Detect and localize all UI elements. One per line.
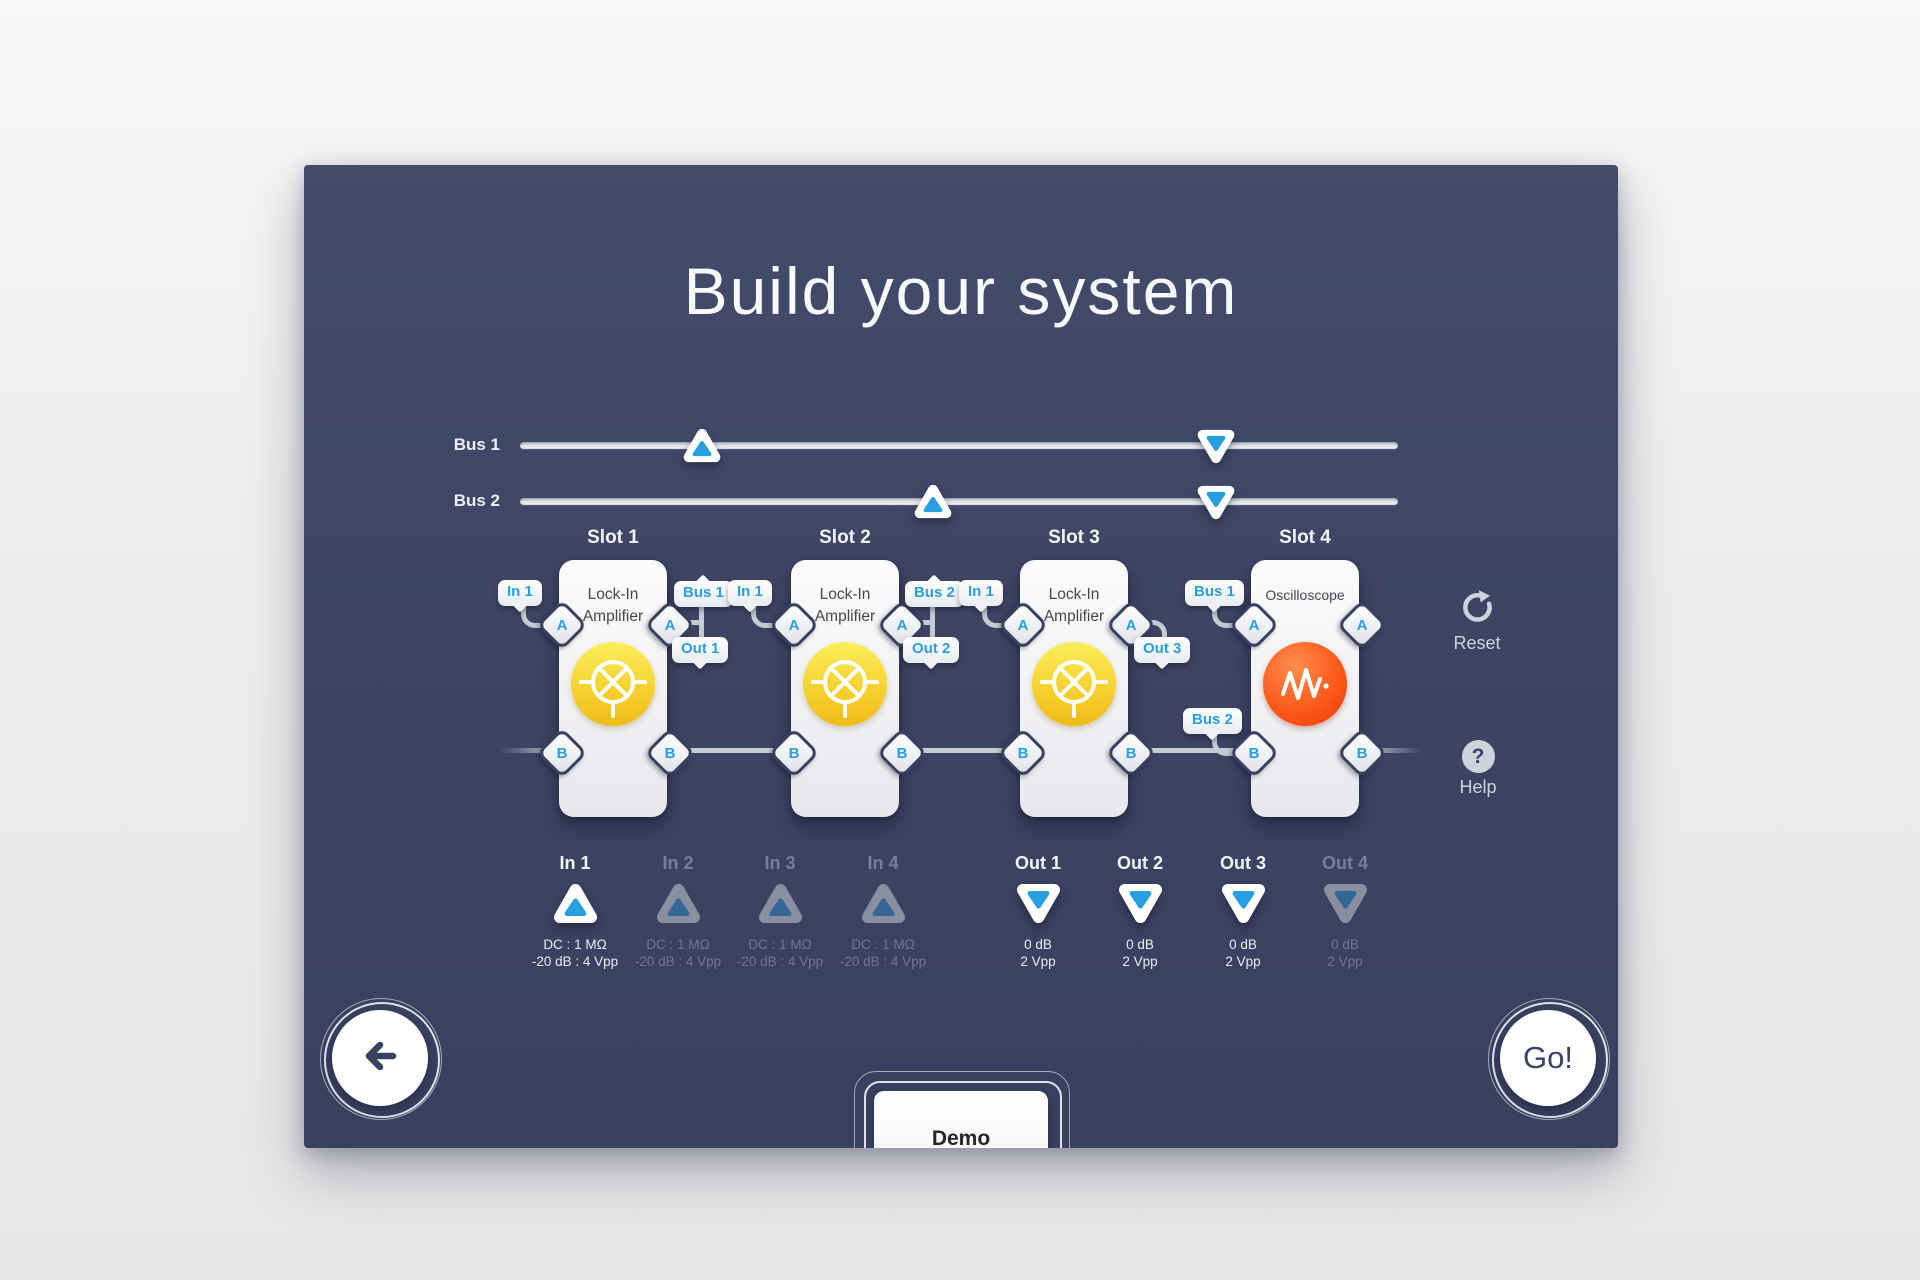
demo-button[interactable]: Demo — [854, 1071, 1070, 1148]
slot3-card[interactable]: Lock-In Amplifier — [1020, 560, 1128, 817]
slot2-label: Slot 2 — [819, 527, 871, 548]
slot3-out-tag[interactable]: Out 3 — [1134, 637, 1191, 663]
bus1-line[interactable] — [520, 442, 1398, 449]
patch-line-b-out — [1359, 748, 1421, 753]
demo-label: Demo — [931, 1127, 991, 1148]
input-up-triangle-icon — [520, 882, 630, 930]
input-port-2[interactable]: In 2 DC : 1 MΩ-20 dB : 4 Vpp — [623, 853, 733, 970]
help-button[interactable]: ? Help — [1443, 740, 1513, 798]
slot3-in-tag[interactable]: In 1 — [959, 580, 1003, 606]
page-title: Build your system — [683, 254, 1239, 328]
help-label: Help — [1459, 777, 1497, 797]
bus2-source-marker[interactable] — [913, 483, 953, 525]
slot1-out-tag[interactable]: Out 1 — [672, 637, 729, 663]
slot1-card[interactable]: Lock-In Amplifier — [559, 560, 667, 817]
bus2-tap-marker[interactable] — [1196, 484, 1236, 526]
reset-icon — [1459, 590, 1495, 628]
slot3-label: Slot 3 — [1048, 527, 1100, 548]
bus1-label: Bus 1 — [453, 435, 500, 454]
reset-label: Reset — [1453, 633, 1501, 653]
go-button[interactable]: Go! — [1488, 998, 1610, 1120]
output-down-triangle-icon — [1290, 882, 1400, 930]
output-down-triangle-icon — [983, 882, 1093, 930]
mixer-icon — [803, 642, 887, 726]
bus2-label: Bus 2 — [453, 491, 500, 510]
patch-line-b-34 — [1128, 748, 1254, 753]
slot4-card[interactable]: Oscilloscope — [1251, 560, 1359, 817]
output-down-triangle-icon — [1188, 882, 1298, 930]
slot4-busb-tag[interactable]: Bus 2 — [1183, 708, 1242, 734]
mixer-icon — [1032, 642, 1116, 726]
input-up-triangle-icon — [828, 882, 938, 930]
input-port-3[interactable]: In 3 DC : 1 MΩ-20 dB : 4 Vpp — [725, 853, 835, 970]
patch-line-b-12 — [667, 748, 794, 753]
build-system-panel: Build your system Bus 1 Bus 2 Slot 1 Slo… — [304, 165, 1618, 1148]
input-port-1[interactable]: In 1 DC : 1 MΩ-20 dB : 4 Vpp — [520, 853, 630, 970]
slot2-bus-tag[interactable]: Bus 2 — [905, 581, 964, 607]
slot4-busa-tag[interactable]: Bus 1 — [1185, 580, 1244, 606]
slot2-in-tag[interactable]: In 1 — [728, 580, 772, 606]
slot1-label: Slot 1 — [587, 527, 639, 548]
reset-button[interactable]: Reset — [1442, 588, 1512, 654]
mixer-icon — [571, 642, 655, 726]
bus1-tap-marker[interactable] — [1196, 428, 1236, 470]
patch-line-b-23 — [899, 748, 1023, 753]
bus2-line[interactable] — [520, 498, 1398, 505]
slot4-label: Slot 4 — [1279, 527, 1331, 548]
back-button[interactable] — [320, 998, 442, 1120]
slot2-card[interactable]: Lock-In Amplifier — [791, 560, 899, 817]
slot1-instrument-title: Lock-In Amplifier — [582, 586, 644, 625]
patch-line-slot2-outv — [930, 603, 935, 641]
go-label: Go! — [1523, 1040, 1573, 1075]
output-down-triangle-icon — [1085, 882, 1195, 930]
oscilloscope-icon — [1263, 642, 1347, 726]
help-icon: ? — [1461, 740, 1495, 773]
slot3-instrument-title: Lock-In Amplifier — [1043, 586, 1105, 625]
patch-line-b-in — [500, 748, 562, 753]
back-arrow-icon — [353, 1029, 407, 1088]
slot2-instrument-title: Lock-In Amplifier — [814, 586, 876, 625]
input-port-4[interactable]: In 4 DC : 1 MΩ-20 dB : 4 Vpp — [828, 853, 938, 970]
bus1-source-marker[interactable] — [682, 427, 722, 469]
slot1-bus-tag[interactable]: Bus 1 — [674, 581, 733, 607]
slot4-instrument-title: Oscilloscope — [1265, 587, 1345, 603]
input-up-triangle-icon — [623, 882, 733, 930]
slot2-out-tag[interactable]: Out 2 — [903, 637, 960, 663]
input-up-triangle-icon — [725, 882, 835, 930]
patch-line-slot1-outv — [699, 603, 704, 641]
slot1-in-tag[interactable]: In 1 — [498, 580, 542, 606]
